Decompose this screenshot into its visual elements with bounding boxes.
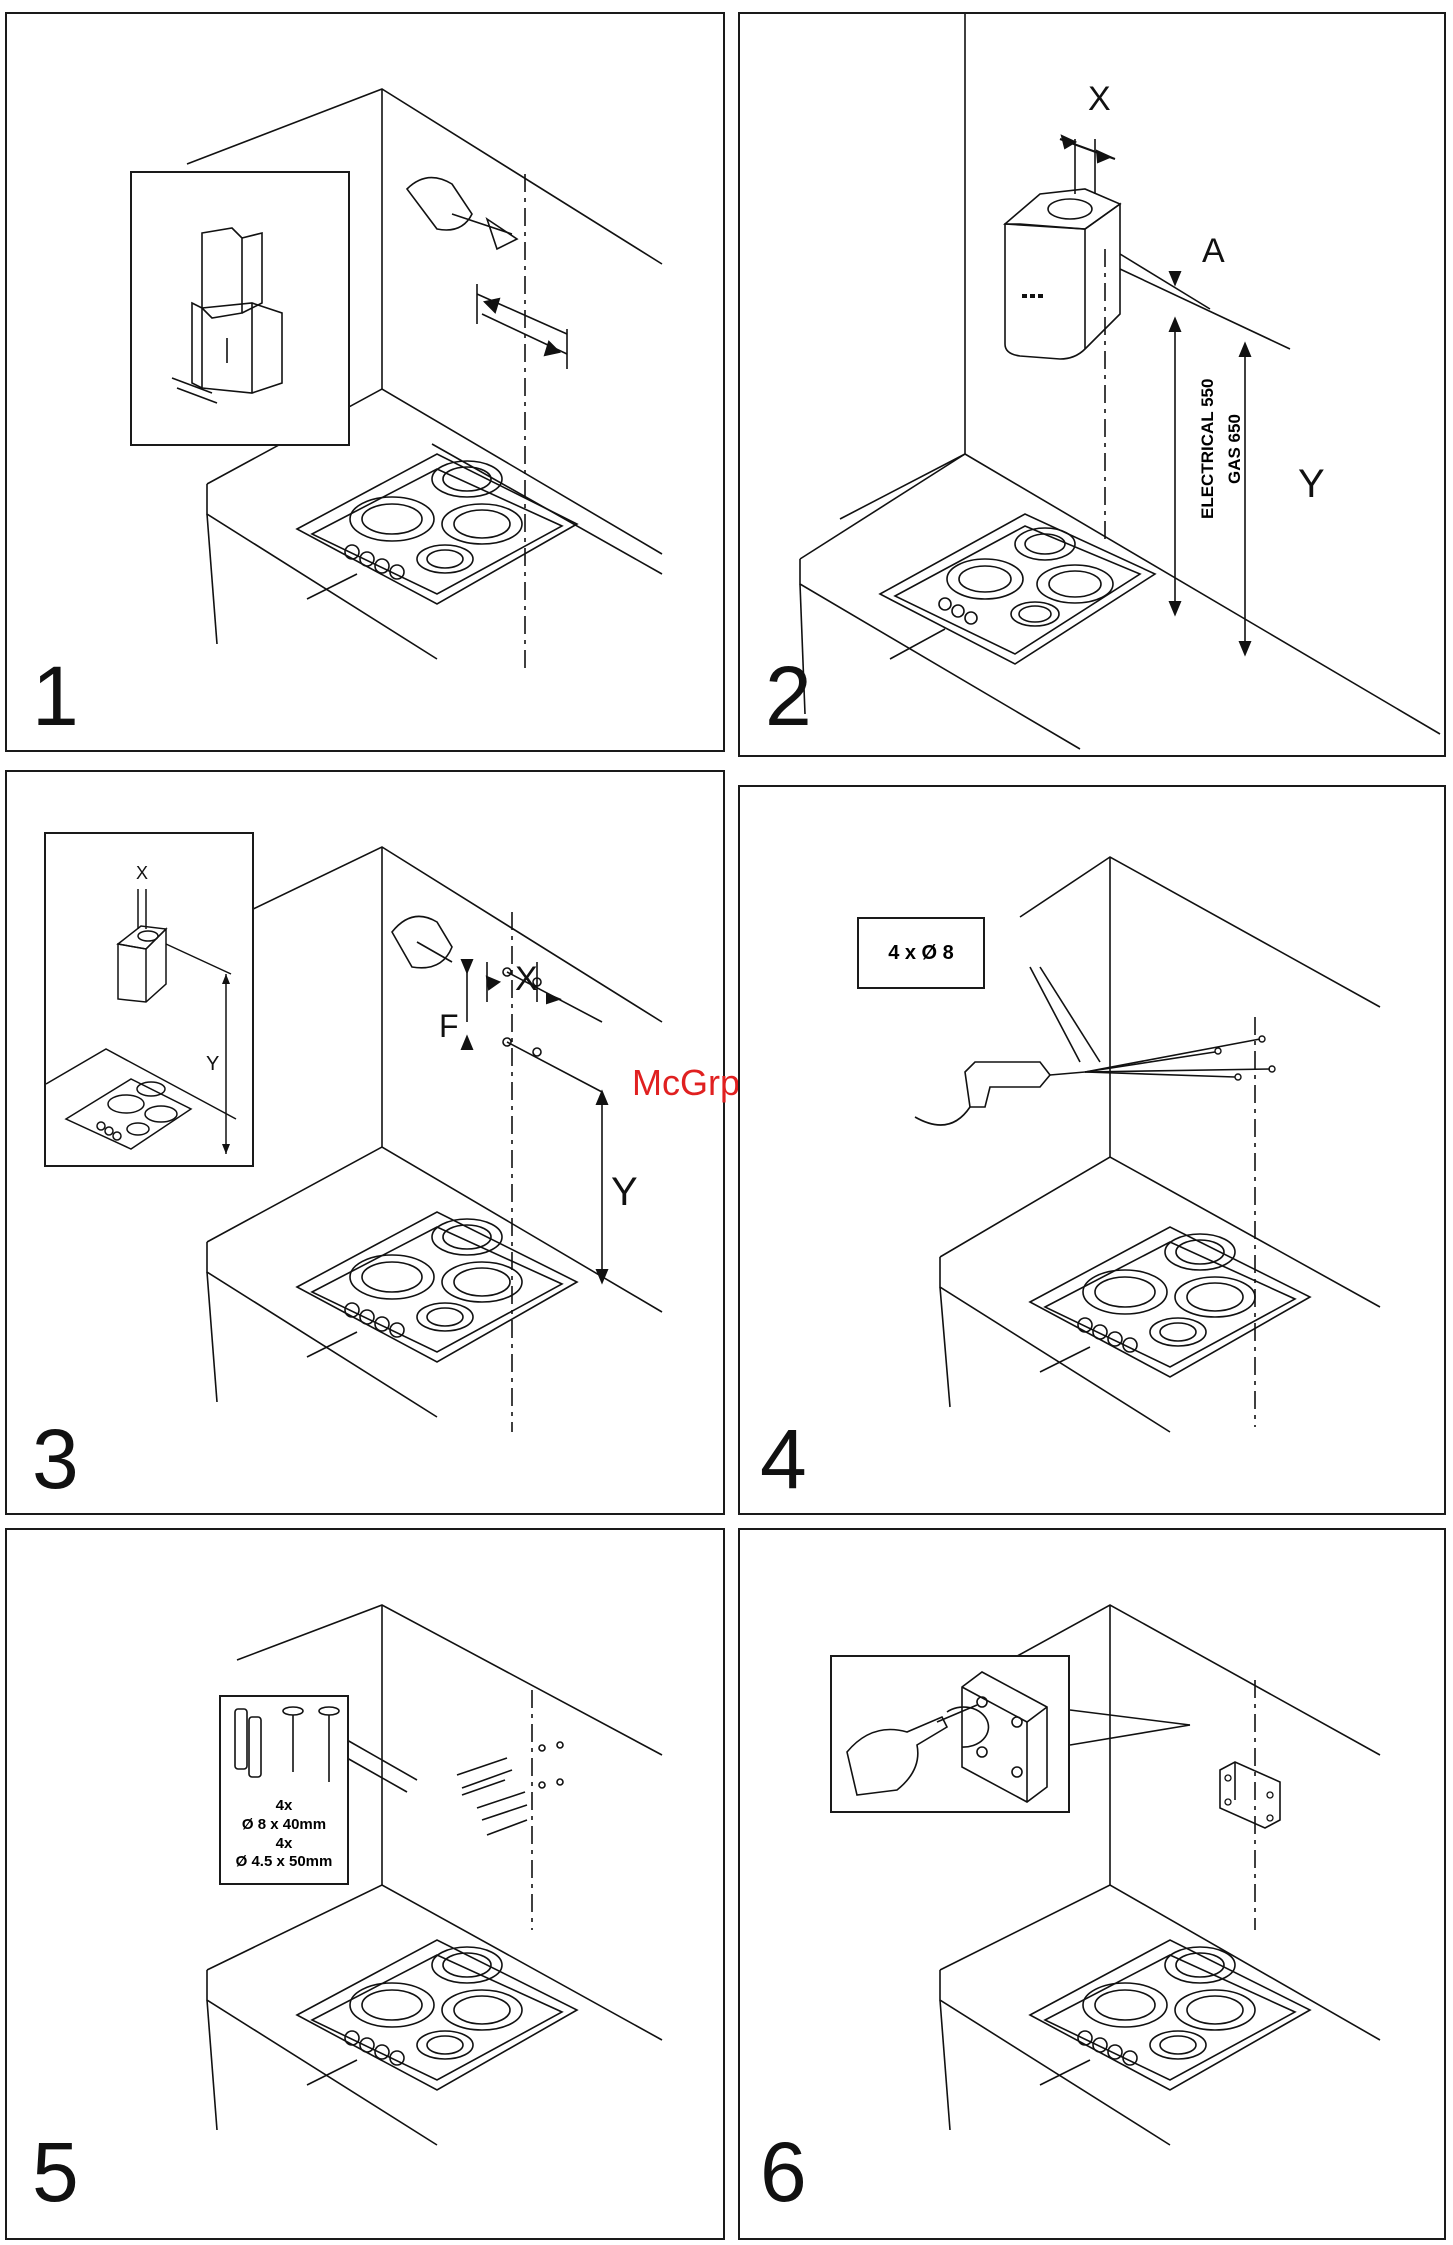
screw-count: 4x [221, 1835, 347, 1854]
step-panel-2: X A Y ELECTRICAL 550 GAS 650 2 [738, 12, 1446, 757]
measurement-detail-inset: X Y [44, 832, 254, 1167]
dimension-arrow [462, 960, 607, 1282]
dimension-label-y: Y [611, 1172, 638, 1212]
bracket-fixing-inset [830, 1655, 1070, 1813]
kitchen-wall-scene [7, 1530, 725, 2240]
plug-size: Ø 8 x 40mm [221, 1816, 347, 1835]
screw-and-plug-set [457, 1742, 563, 1835]
screw-size: Ø 4.5 x 50mm [221, 1853, 347, 1872]
fixings-drawing [221, 1697, 349, 1797]
inset-label-x: X [136, 864, 148, 882]
drill-size-callout: 4 x Ø 8 [857, 917, 985, 989]
step-panel-5: 4x Ø 8 x 40mm 4x Ø 4.5 x 50mm 5 [5, 1528, 725, 2240]
hood-vent-marks [1022, 294, 1043, 298]
dimension-label-f: F [439, 1010, 459, 1042]
hood-unit-drawing [132, 173, 350, 446]
kitchen-wall-scene [740, 14, 1446, 757]
screwdriver-bracket-drawing [832, 1657, 1070, 1813]
step-number: 2 [765, 654, 812, 738]
kitchen-wall-scene [7, 14, 725, 752]
dimension-label-a: A [1202, 234, 1225, 268]
step-panel-1: 1 [5, 12, 725, 752]
dimension-label-x: X [1088, 82, 1111, 116]
hood-detail-inset [130, 171, 350, 446]
hood-position-drawing [46, 834, 254, 1167]
step-number: 5 [32, 2130, 79, 2214]
step-panel-3: X Y X F Y 3 [5, 770, 725, 1515]
dimension-label-x: X [515, 962, 538, 996]
dimension-arrow [485, 299, 559, 355]
dimension-label-y: Y [1298, 464, 1325, 504]
electrical-clearance-label: ELECTRICAL 550 [1198, 379, 1218, 519]
inset-label-y: Y [206, 1054, 219, 1074]
kitchen-wall-scene [740, 787, 1446, 1515]
step-number: 3 [32, 1417, 79, 1501]
step-number: 4 [760, 1417, 807, 1501]
plug-count: 4x [221, 1797, 347, 1816]
fixings-spec-text: 4x Ø 8 x 40mm 4x Ø 4.5 x 50mm [221, 1797, 347, 1872]
step-panel-4: 4 x Ø 8 4 [738, 785, 1446, 1515]
fixings-spec-inset: 4x Ø 8 x 40mm 4x Ø 4.5 x 50mm [219, 1695, 349, 1885]
step-number: 6 [760, 2130, 807, 2214]
step-number: 1 [32, 654, 79, 738]
step-panel-6: 6 [738, 1528, 1446, 2240]
kitchen-wall-scene [740, 1530, 1446, 2240]
gas-clearance-label: GAS 650 [1225, 414, 1245, 484]
